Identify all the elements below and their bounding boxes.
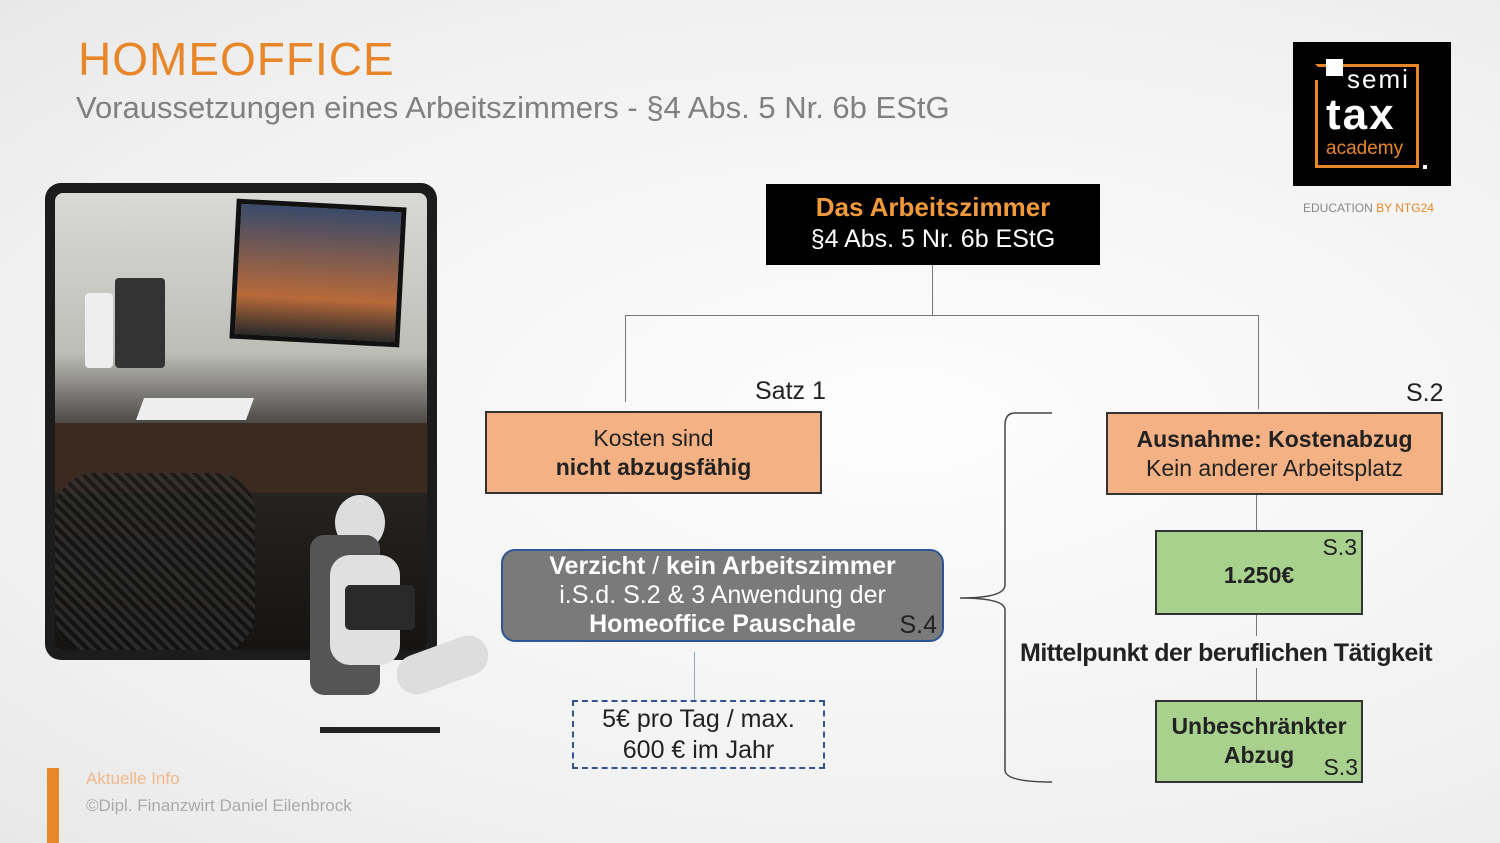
amount-value: 1.250€ xyxy=(1223,562,1295,588)
tagline-education: EDUCATION xyxy=(1303,201,1373,215)
unlimited-line2: Abzug xyxy=(1223,742,1295,768)
grey-sep: / xyxy=(652,552,660,580)
amount-ref: S.3 xyxy=(1322,534,1357,560)
unlimited-line1: Unbeschränkter xyxy=(1171,713,1347,739)
right-box-line2: Kein anderer Arbeitsplatz xyxy=(1146,455,1403,481)
box-amount: 1.250€ S.3 xyxy=(1155,530,1363,615)
grey-part2: kein Arbeitszimmer xyxy=(666,552,896,580)
center-label: Mittelpunkt der beruflichen Tätigkeit xyxy=(1020,639,1433,667)
box-homeoffice-pauschale: Verzicht / kein Arbeitszimmer i.S.d. S.2… xyxy=(501,549,944,642)
logo-tax: tax xyxy=(1326,90,1396,139)
page-subtitle: Voraussetzungen eines Arbeitszimmers - §… xyxy=(76,90,950,125)
office-desk-photo xyxy=(55,193,427,650)
semitax-logo: semi tax academy xyxy=(1293,42,1451,186)
tagline-ntg24: BY NTG24 xyxy=(1376,201,1434,215)
root-title: Das Arbeitszimmer xyxy=(815,192,1051,222)
logo-semi: semi xyxy=(1347,64,1410,94)
office-photo-tablet xyxy=(45,183,437,660)
dashed-line2: 600 € im Jahr xyxy=(622,736,775,764)
right-box-line1: Ausnahme: Kostenabzug xyxy=(1136,426,1413,452)
box-ausnahme: Ausnahme: Kostenabzug Kein anderer Arbei… xyxy=(1106,412,1443,495)
page-title: HOMEOFFICE xyxy=(78,33,395,85)
footer-info: Aktuelle Info xyxy=(86,769,180,788)
label-s2: S.2 xyxy=(1406,379,1444,407)
root-subtitle: §4 Abs. 5 Nr. 6b EStG xyxy=(810,225,1056,253)
box-pauschale-amount: 5€ pro Tag / max. 600 € im Jahr xyxy=(572,700,825,769)
grey-line3: Homeoffice Pauschale xyxy=(589,610,856,638)
dashed-line1: 5€ pro Tag / max. xyxy=(602,705,795,733)
grey-part1: Verzicht xyxy=(549,552,646,580)
grey-line2: i.S.d. S.2 & 3 Anwendung der xyxy=(559,581,886,609)
accent-bar xyxy=(47,768,59,843)
logo-academy: academy xyxy=(1326,138,1404,159)
box-unbeschraenkt: Unbeschränkter Abzug S.3 xyxy=(1155,700,1363,783)
left-box-line2: nicht abzugsfähig xyxy=(555,454,752,480)
left-box-line1: Kosten sind xyxy=(593,425,714,451)
logo-tagline: EDUCATION BY NTG24 xyxy=(1303,201,1434,215)
grey-ref: S.4 xyxy=(899,611,937,639)
footer-copyright: ©Dipl. Finanzwirt Daniel Eilenbrock xyxy=(86,796,352,815)
label-satz1: Satz 1 xyxy=(755,377,826,405)
root-box-arbeitszimmer: Das Arbeitszimmer §4 Abs. 5 Nr. 6b EStG xyxy=(766,184,1100,265)
unlimited-ref: S.3 xyxy=(1323,754,1358,780)
box-kosten-nicht-abzugsfaehig: Kosten sind nicht abzugsfähig xyxy=(485,411,822,494)
figure-in-chair-illustration xyxy=(305,495,495,745)
curly-brace xyxy=(959,412,1053,783)
